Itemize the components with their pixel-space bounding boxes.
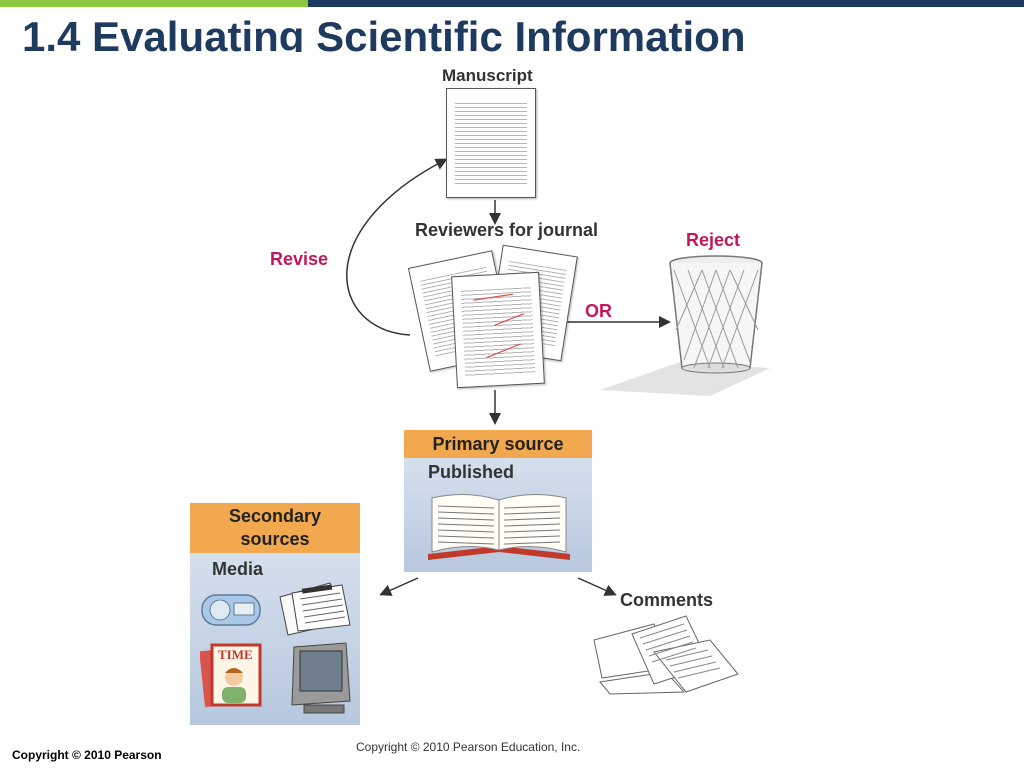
top-accent-bar-blue: [308, 0, 1024, 7]
secondary-sources-panel: Secondary sources Media TIME: [190, 503, 360, 725]
footer-copyright-left: Copyright © 2010 Pearson: [12, 748, 162, 762]
revise-label: Revise: [270, 249, 329, 269]
arrow-primary-to-secondary: [379, 577, 419, 596]
arrow-revise-loop: [346, 158, 448, 336]
or-label: OR: [585, 301, 612, 321]
arrow-primary-to-comments: [577, 577, 617, 596]
slide-title: 1.4 Evaluating Scientific Information: [22, 13, 746, 52]
comments-label: Comments: [620, 590, 714, 610]
magazine-title: TIME: [218, 647, 253, 662]
media-label: Media: [212, 559, 264, 579]
review-markup: [473, 293, 525, 359]
reviewers-label: Reviewers for journal: [415, 220, 599, 240]
published-label: Published: [428, 462, 515, 482]
television-icon: [291, 642, 351, 714]
primary-source-panel: Primary source Published: [404, 430, 592, 572]
magazine-icon: TIME: [200, 643, 262, 708]
primary-source-header: Primary source: [404, 430, 592, 458]
radio-icon: [201, 594, 261, 626]
wastebasket-icon: [600, 255, 770, 396]
reviewed-page-front: [451, 271, 545, 389]
top-accent-bar-green: [0, 0, 308, 7]
manuscript-page: [446, 88, 536, 198]
reject-label: Reject: [686, 230, 741, 250]
newspaper-icon: [279, 582, 351, 636]
manuscript-label: Manuscript: [442, 66, 533, 85]
secondary-sources-header: Secondary sources: [190, 503, 360, 553]
footer-copyright-center: Copyright © 2010 Pearson Education, Inc.: [356, 740, 581, 754]
open-book-icon: [428, 493, 570, 560]
comment-letters-icon: [593, 615, 739, 695]
